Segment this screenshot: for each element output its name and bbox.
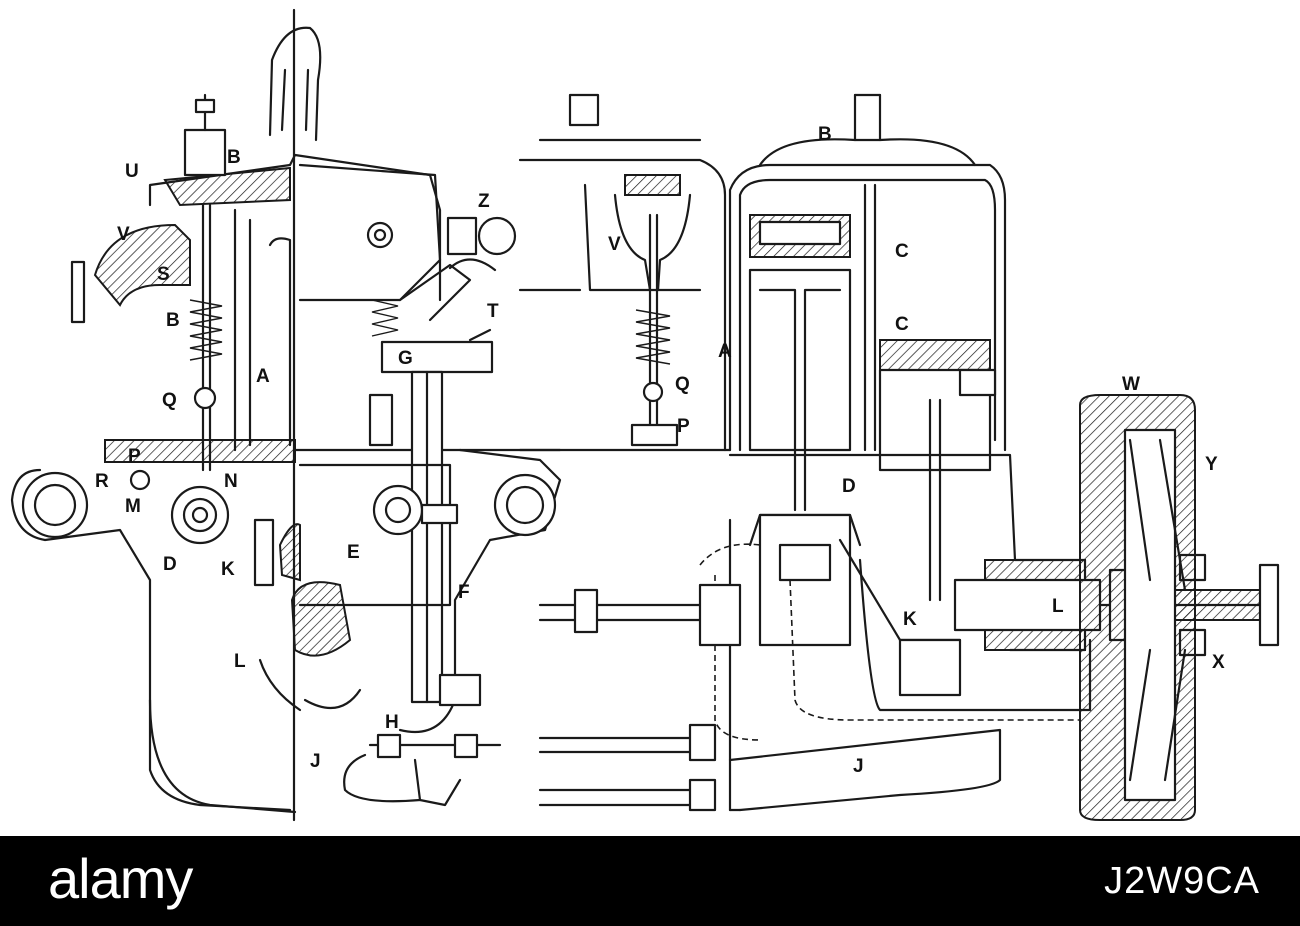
label-E: E <box>347 542 360 563</box>
label-A-right: A <box>718 341 732 362</box>
engine-cross-section-drawing: U B V S B A Q P R N M D K E F L J H G T … <box>10 8 1280 822</box>
label-L-right: L <box>1052 596 1064 617</box>
label-Y: Y <box>1205 454 1218 475</box>
label-M: M <box>125 496 141 517</box>
left-end-view <box>10 8 562 822</box>
label-F: F <box>458 582 470 603</box>
label-Z: Z <box>478 191 490 212</box>
label-D: D <box>163 554 177 575</box>
watermark-footer: alamy J2W9CA <box>0 836 1300 926</box>
right-view-labels: V A Q P B C C D K L J W Y X <box>608 124 1225 777</box>
label-J: J <box>310 751 321 772</box>
label-C-lower: C <box>895 314 909 335</box>
label-A: A <box>256 366 270 387</box>
stock-image-id: J2W9CA <box>1104 860 1260 902</box>
label-P-right: P <box>677 416 690 437</box>
label-T: T <box>487 301 499 322</box>
label-Q: Q <box>162 390 177 411</box>
label-P: P <box>128 446 141 467</box>
label-B-right: B <box>818 124 832 145</box>
label-S: S <box>157 264 170 285</box>
label-L: L <box>234 651 246 672</box>
right-side-view <box>518 93 1280 821</box>
label-C-upper: C <box>895 241 909 262</box>
label-X: X <box>1212 652 1225 673</box>
label-V: V <box>117 224 130 245</box>
label-N: N <box>224 471 238 492</box>
label-K-right: K <box>903 609 917 630</box>
label-G: G <box>398 348 413 369</box>
label-H: H <box>385 712 399 733</box>
label-Q-right: Q <box>675 374 690 395</box>
label-R: R <box>95 471 109 492</box>
label-W: W <box>1122 374 1140 395</box>
left-view-labels: U B V S B A Q P R N M D K E F L J H G T … <box>95 147 499 772</box>
label-D-right: D <box>842 476 856 497</box>
brand-logo: alamy <box>48 847 193 910</box>
label-V-right: V <box>608 234 621 255</box>
label-B-lower: B <box>166 310 180 331</box>
label-J-right: J <box>853 756 864 777</box>
engine-diagram-svg: U B V S B A Q P R N M D K E F L J H G T … <box>10 8 1280 822</box>
label-U: U <box>125 161 139 182</box>
label-K: K <box>221 559 235 580</box>
label-B-top: B <box>227 147 241 168</box>
